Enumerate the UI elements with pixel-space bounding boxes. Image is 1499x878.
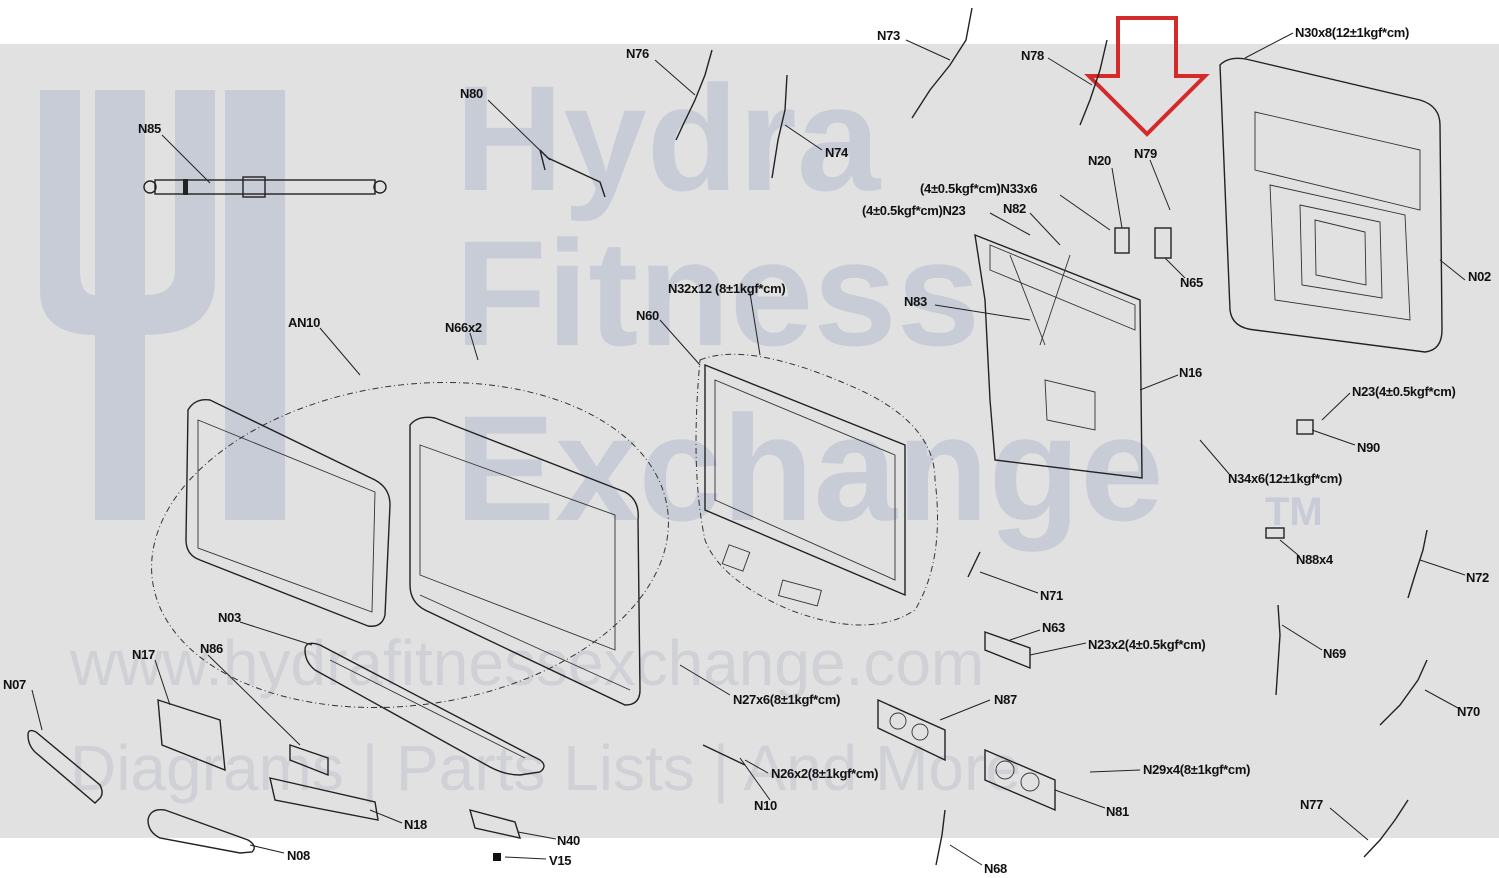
watermark-line1: Hydra (455, 54, 882, 222)
part-N18 (269, 777, 379, 821)
label-N27: N27x6(8±1kgf*cm) (733, 692, 840, 707)
part-N88 (1265, 527, 1285, 539)
watermark-url: www.hydrafitnessexchange.com (69, 627, 984, 699)
group-N60 (695, 353, 938, 626)
part-N40 (468, 809, 522, 839)
watermark-line3: Exchange (455, 384, 1164, 552)
part-N60 (704, 363, 906, 597)
label-N88: N88x4 (1296, 552, 1334, 567)
label-N30: N30x8(12±1kgf*cm) (1295, 25, 1409, 40)
part-N20 (1114, 227, 1130, 254)
part-N74 (771, 74, 788, 179)
label-N33: (4±0.5kgf*cm)N33x6 (920, 181, 1037, 196)
part-N87 (877, 698, 946, 762)
label-N20: N20 (1088, 153, 1111, 168)
label-N69: N69 (1323, 646, 1346, 661)
label-N03: N03 (218, 610, 241, 625)
watermark-logo-icon (40, 90, 285, 520)
part-N81 (984, 748, 1056, 812)
part-N68 (935, 809, 946, 866)
label-N71: N71 (1040, 588, 1063, 603)
watermark-tagline: Diagrams | Parts Lists | And More (70, 732, 1021, 804)
leader-lines (31, 32, 1466, 866)
label-N83: N83 (904, 294, 927, 309)
part-N08 (147, 809, 255, 854)
label-N80: N80 (460, 86, 483, 101)
part-N03 (304, 642, 545, 776)
label-N32: N32x12 (8±1kgf*cm) (668, 281, 785, 296)
label-N40: N40 (557, 833, 580, 848)
watermark-tm: TM (1265, 490, 1323, 534)
part-N76 (675, 49, 713, 141)
label-N23a: (4±0.5kgf*cm)N23 (862, 203, 966, 218)
part-N69 (1275, 604, 1281, 696)
label-N82: N82 (1003, 201, 1026, 216)
label-N79: N79 (1134, 146, 1157, 161)
label-N85: N85 (138, 121, 161, 136)
part-AN10-glass (185, 399, 391, 627)
label-N02: N02 (1468, 269, 1491, 284)
part-N77 (1363, 799, 1409, 858)
label-N73: N73 (877, 28, 900, 43)
label-N81: N81 (1106, 804, 1129, 819)
label-N63: N63 (1042, 620, 1065, 635)
label-N60: N60 (636, 308, 659, 323)
part-N85 (143, 176, 387, 198)
label-N76: N76 (626, 46, 649, 61)
label-N23b: N23(4±0.5kgf*cm) (1352, 384, 1456, 399)
highlight-arrow (1084, 16, 1210, 137)
part-N78 (1079, 39, 1108, 126)
part-N73 (911, 7, 973, 119)
part-N17 (157, 699, 226, 772)
label-N18: N18 (404, 817, 427, 832)
part-N10 (702, 744, 746, 766)
label-AN10: AN10 (288, 315, 320, 330)
label-N34: N34x6(12±1kgf*cm) (1228, 471, 1342, 486)
label-N72: N72 (1466, 570, 1489, 585)
label-N16: N16 (1179, 365, 1202, 380)
label-N86: N86 (200, 641, 223, 656)
part-N16 (974, 233, 1143, 479)
part-N65 (1154, 227, 1172, 259)
label-N66: N66x2 (445, 320, 482, 335)
label-N29: N29x4(8±1kgf*cm) (1143, 762, 1250, 777)
part-N70 (1379, 659, 1428, 726)
label-N68: N68 (984, 861, 1007, 876)
label-V15: V15 (549, 853, 571, 868)
label-N26: N26x2(8±1kgf*cm) (771, 766, 878, 781)
watermark: Hydra Fitness Exchange TM www.hydrafitne… (40, 54, 1323, 804)
label-N17: N17 (132, 647, 155, 662)
label-N10: N10 (754, 798, 777, 813)
part-N07 (27, 729, 103, 804)
part-N90 (1296, 419, 1314, 435)
label-N87: N87 (994, 692, 1017, 707)
part-N86 (289, 744, 329, 777)
label-N77: N77 (1300, 797, 1323, 812)
label-N65: N65 (1180, 275, 1203, 290)
part-N72 (1407, 529, 1428, 599)
part-N71 (967, 551, 981, 578)
label-N23c: N23x2(4±0.5kgf*cm) (1088, 637, 1205, 652)
watermark-line2: Fitness (455, 209, 980, 377)
part-N02 (1219, 57, 1443, 353)
label-N74: N74 (825, 145, 849, 160)
part-V15 (493, 853, 501, 861)
part-N63 (984, 631, 1031, 670)
label-N08: N08 (287, 848, 310, 863)
label-N78: N78 (1021, 48, 1044, 63)
label-N90: N90 (1357, 440, 1380, 455)
label-N07: N07 (3, 677, 26, 692)
part-labels: N73 N78 N30x8(12±1kgf*cm) N76 N80 N74 N8… (3, 25, 1491, 876)
label-N70: N70 (1457, 704, 1480, 719)
part-front-frame (409, 416, 641, 706)
